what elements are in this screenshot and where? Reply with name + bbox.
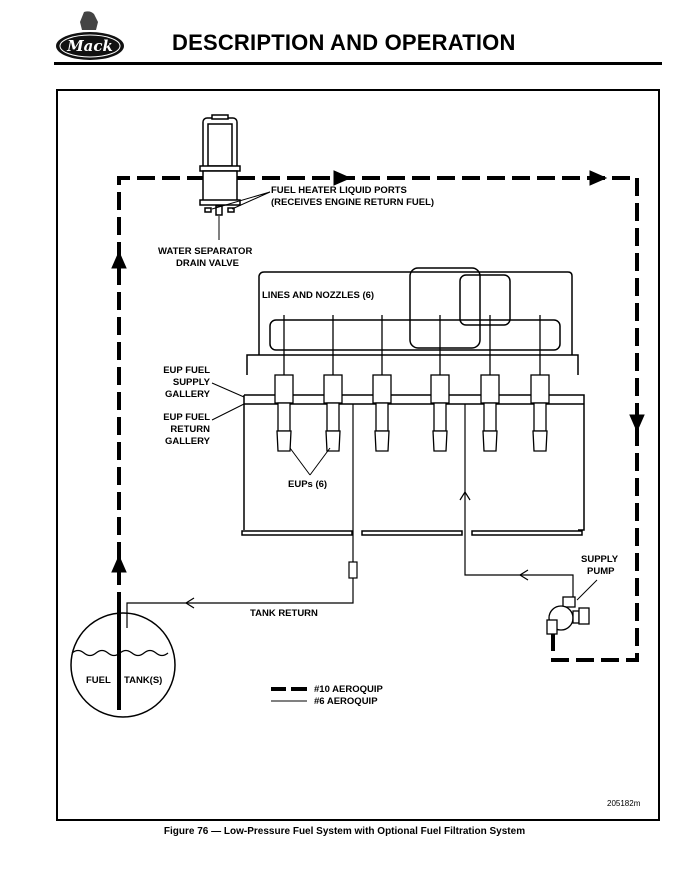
supply-pump-label-2: PUMP <box>587 566 615 577</box>
engine-block <box>241 267 585 536</box>
eup <box>274 315 294 452</box>
eup <box>430 315 450 452</box>
page-title: DESCRIPTION AND OPERATION <box>172 30 516 55</box>
figure-frame <box>56 89 660 821</box>
water-separator-label: WATER SEPARATOR <box>158 246 253 257</box>
eup-return-label-3: GALLERY <box>164 436 210 447</box>
figure-id: 205182m <box>607 799 641 808</box>
legend-aeroquip-10: #10 AEROQUIP <box>314 684 383 695</box>
eup-supply-label-2: SUPPLY <box>172 377 210 388</box>
fuel-heater-ports-label: FUEL HEATER LIQUID PORTS <box>271 185 407 196</box>
flow-arrow <box>629 414 645 433</box>
eup <box>372 315 392 452</box>
eup <box>480 315 500 452</box>
tank-return-label: TANK RETURN <box>250 608 318 619</box>
flow-arrow <box>111 250 127 269</box>
flow-arrow <box>184 597 195 609</box>
eup-supply-label-1: EUP FUEL <box>163 365 210 376</box>
figure-caption: Figure 76 — Low-Pressure Fuel System wit… <box>163 826 526 837</box>
legend-aeroquip-6: #6 AEROQUIP <box>314 696 378 707</box>
eup-return-label-2: RETURN <box>170 424 210 435</box>
fuel-tank <box>70 612 176 718</box>
supply-pump-label-1: SUPPLY <box>581 554 619 565</box>
svg-text:Mack: Mack <box>66 37 113 55</box>
legend <box>271 687 307 702</box>
flow-arrow <box>518 569 529 581</box>
bulldog-icon <box>80 11 98 31</box>
flow-arrow <box>589 170 608 186</box>
tanks-label: TANK(S) <box>124 675 163 686</box>
eup <box>323 315 343 452</box>
drain-valve-label: DRAIN VALVE <box>176 258 239 269</box>
mack-logo: Mack <box>52 10 132 65</box>
flow-arrow <box>111 554 127 573</box>
eup <box>530 315 550 452</box>
eup-return-label-1: EUP FUEL <box>163 412 210 423</box>
eup-supply-label-3: GALLERY <box>164 389 210 400</box>
fuel-label: FUEL <box>86 675 111 686</box>
fuel-filter <box>199 114 241 216</box>
flow-arrow <box>459 490 471 501</box>
header-rule <box>54 62 662 65</box>
fuel-heater-ports-sublabel: (RECEIVES ENGINE RETURN FUEL) <box>271 197 435 208</box>
eup-units <box>274 315 550 452</box>
check-valve <box>348 561 358 579</box>
lines-nozzles-label: LINES AND NOZZLES (6) <box>262 290 375 301</box>
supply-pump <box>546 596 590 635</box>
flow-arrow <box>333 170 352 186</box>
eups-label: EUPs (6) <box>288 479 328 490</box>
